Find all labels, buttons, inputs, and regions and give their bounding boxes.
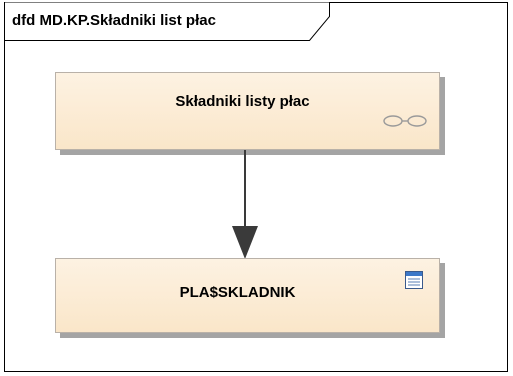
diagram-title: dfd MD.KP.Składniki list płac — [12, 12, 216, 29]
datastore-label: PLA$SKLADNIK — [179, 284, 296, 301]
link-glasses-icon — [383, 115, 427, 127]
process-node[interactable]: Składniki listy płac — [55, 72, 440, 150]
title-tab — [4, 2, 330, 41]
process-label: Składniki listy płac — [175, 93, 310, 110]
arrow-head — [232, 226, 258, 259]
datastore-node[interactable]: PLA$SKLADNIK — [55, 258, 440, 333]
table-window-icon — [405, 271, 423, 289]
